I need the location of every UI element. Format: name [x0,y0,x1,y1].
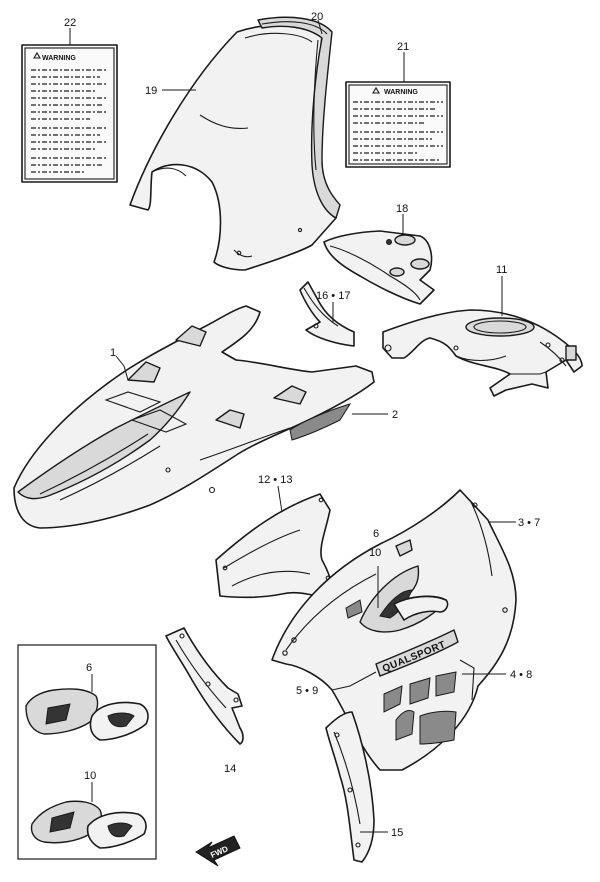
label-15: 15 [391,827,403,839]
fwd-arrow-icon: FWD [195,835,241,867]
fork-guard-15 [325,711,375,863]
inset-decals-box [17,644,157,860]
warning-label-21: WARNING [345,81,451,168]
leader-lines [69,19,516,833]
label-inset-10: 10 [84,770,96,782]
label-20: 20 [311,11,323,23]
brace-16-17 [299,281,355,347]
front-visor-19 [129,24,337,271]
label-12-13: 12 • 13 [258,474,292,486]
inset-decal-10 [30,800,147,849]
warning-label-22-heading: WARNING [42,55,76,62]
decal-6-10-on-cowl [345,539,449,633]
label-16-17: 16 • 17 [316,290,350,302]
label-14: 14 [224,763,236,775]
warning-label-21-heading: WARNING [384,89,418,96]
trim-strip-20 [257,16,341,219]
label-6-on-cowl: 6 [373,528,379,540]
label-18: 18 [396,203,408,215]
bracket-18 [323,230,435,305]
label-inset-6: 6 [86,662,92,674]
label-3-7: 3 • 7 [518,517,540,529]
inset-decal-6 [25,688,149,741]
label-11: 11 [496,264,507,276]
label-10-on-cowl: 10 [369,547,381,559]
label-19: 19 [145,85,157,97]
fender-stay-14 [165,627,244,745]
label-22: 22 [64,17,76,29]
side-panel-12-13 [215,493,337,603]
label-5-9: 5 • 9 [296,685,318,697]
label-4-8: 4 • 8 [510,669,532,681]
label-2: 2 [392,409,398,421]
label-1: 1 [110,347,116,359]
warning-label-22: WARNING [21,44,118,183]
rear-fender-1 [13,305,375,529]
label-21: 21 [397,41,409,53]
headlight-housing-11 [382,309,583,397]
